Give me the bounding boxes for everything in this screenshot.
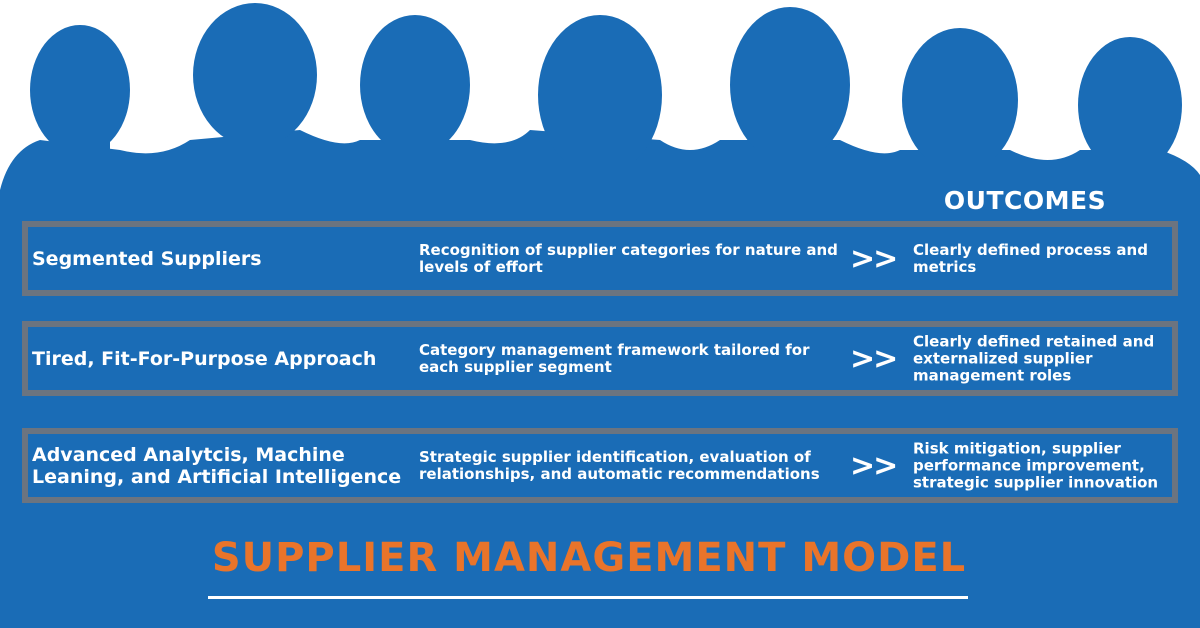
double-chevron-icon: >> <box>850 448 898 483</box>
row-outcome: Risk mitigation, supplier performance im… <box>913 439 1159 491</box>
row-description: Strategic supplier identification, evalu… <box>419 447 820 483</box>
double-chevron-icon: >> <box>850 341 898 376</box>
outcomes-heading: OUTCOMES <box>943 186 1107 215</box>
double-chevron-icon: >> <box>850 241 898 276</box>
row-description: Recognition of supplier categories for n… <box>419 240 838 276</box>
model-row: Segmented Suppliers Recognition of suppl… <box>22 221 1178 296</box>
row-description: Category management framework tailored f… <box>419 340 810 376</box>
row-outcome: Clearly defined retained and externalize… <box>913 332 1155 384</box>
title-underline <box>208 596 968 599</box>
model-row: Tired, Fit-For-Purpose Approach Category… <box>22 321 1178 396</box>
row-label: Advanced Analytcis, Machine Leaning, and… <box>32 443 402 488</box>
row-label: Segmented Suppliers <box>32 247 262 270</box>
row-label: Tired, Fit-For-Purpose Approach <box>32 347 377 370</box>
page-title: SUPPLIER MANAGEMENT MODEL <box>211 535 967 581</box>
model-row: Advanced Analytcis, Machine Leaning, and… <box>22 428 1178 503</box>
row-outcome: Clearly defined process and metrics <box>913 240 1148 276</box>
